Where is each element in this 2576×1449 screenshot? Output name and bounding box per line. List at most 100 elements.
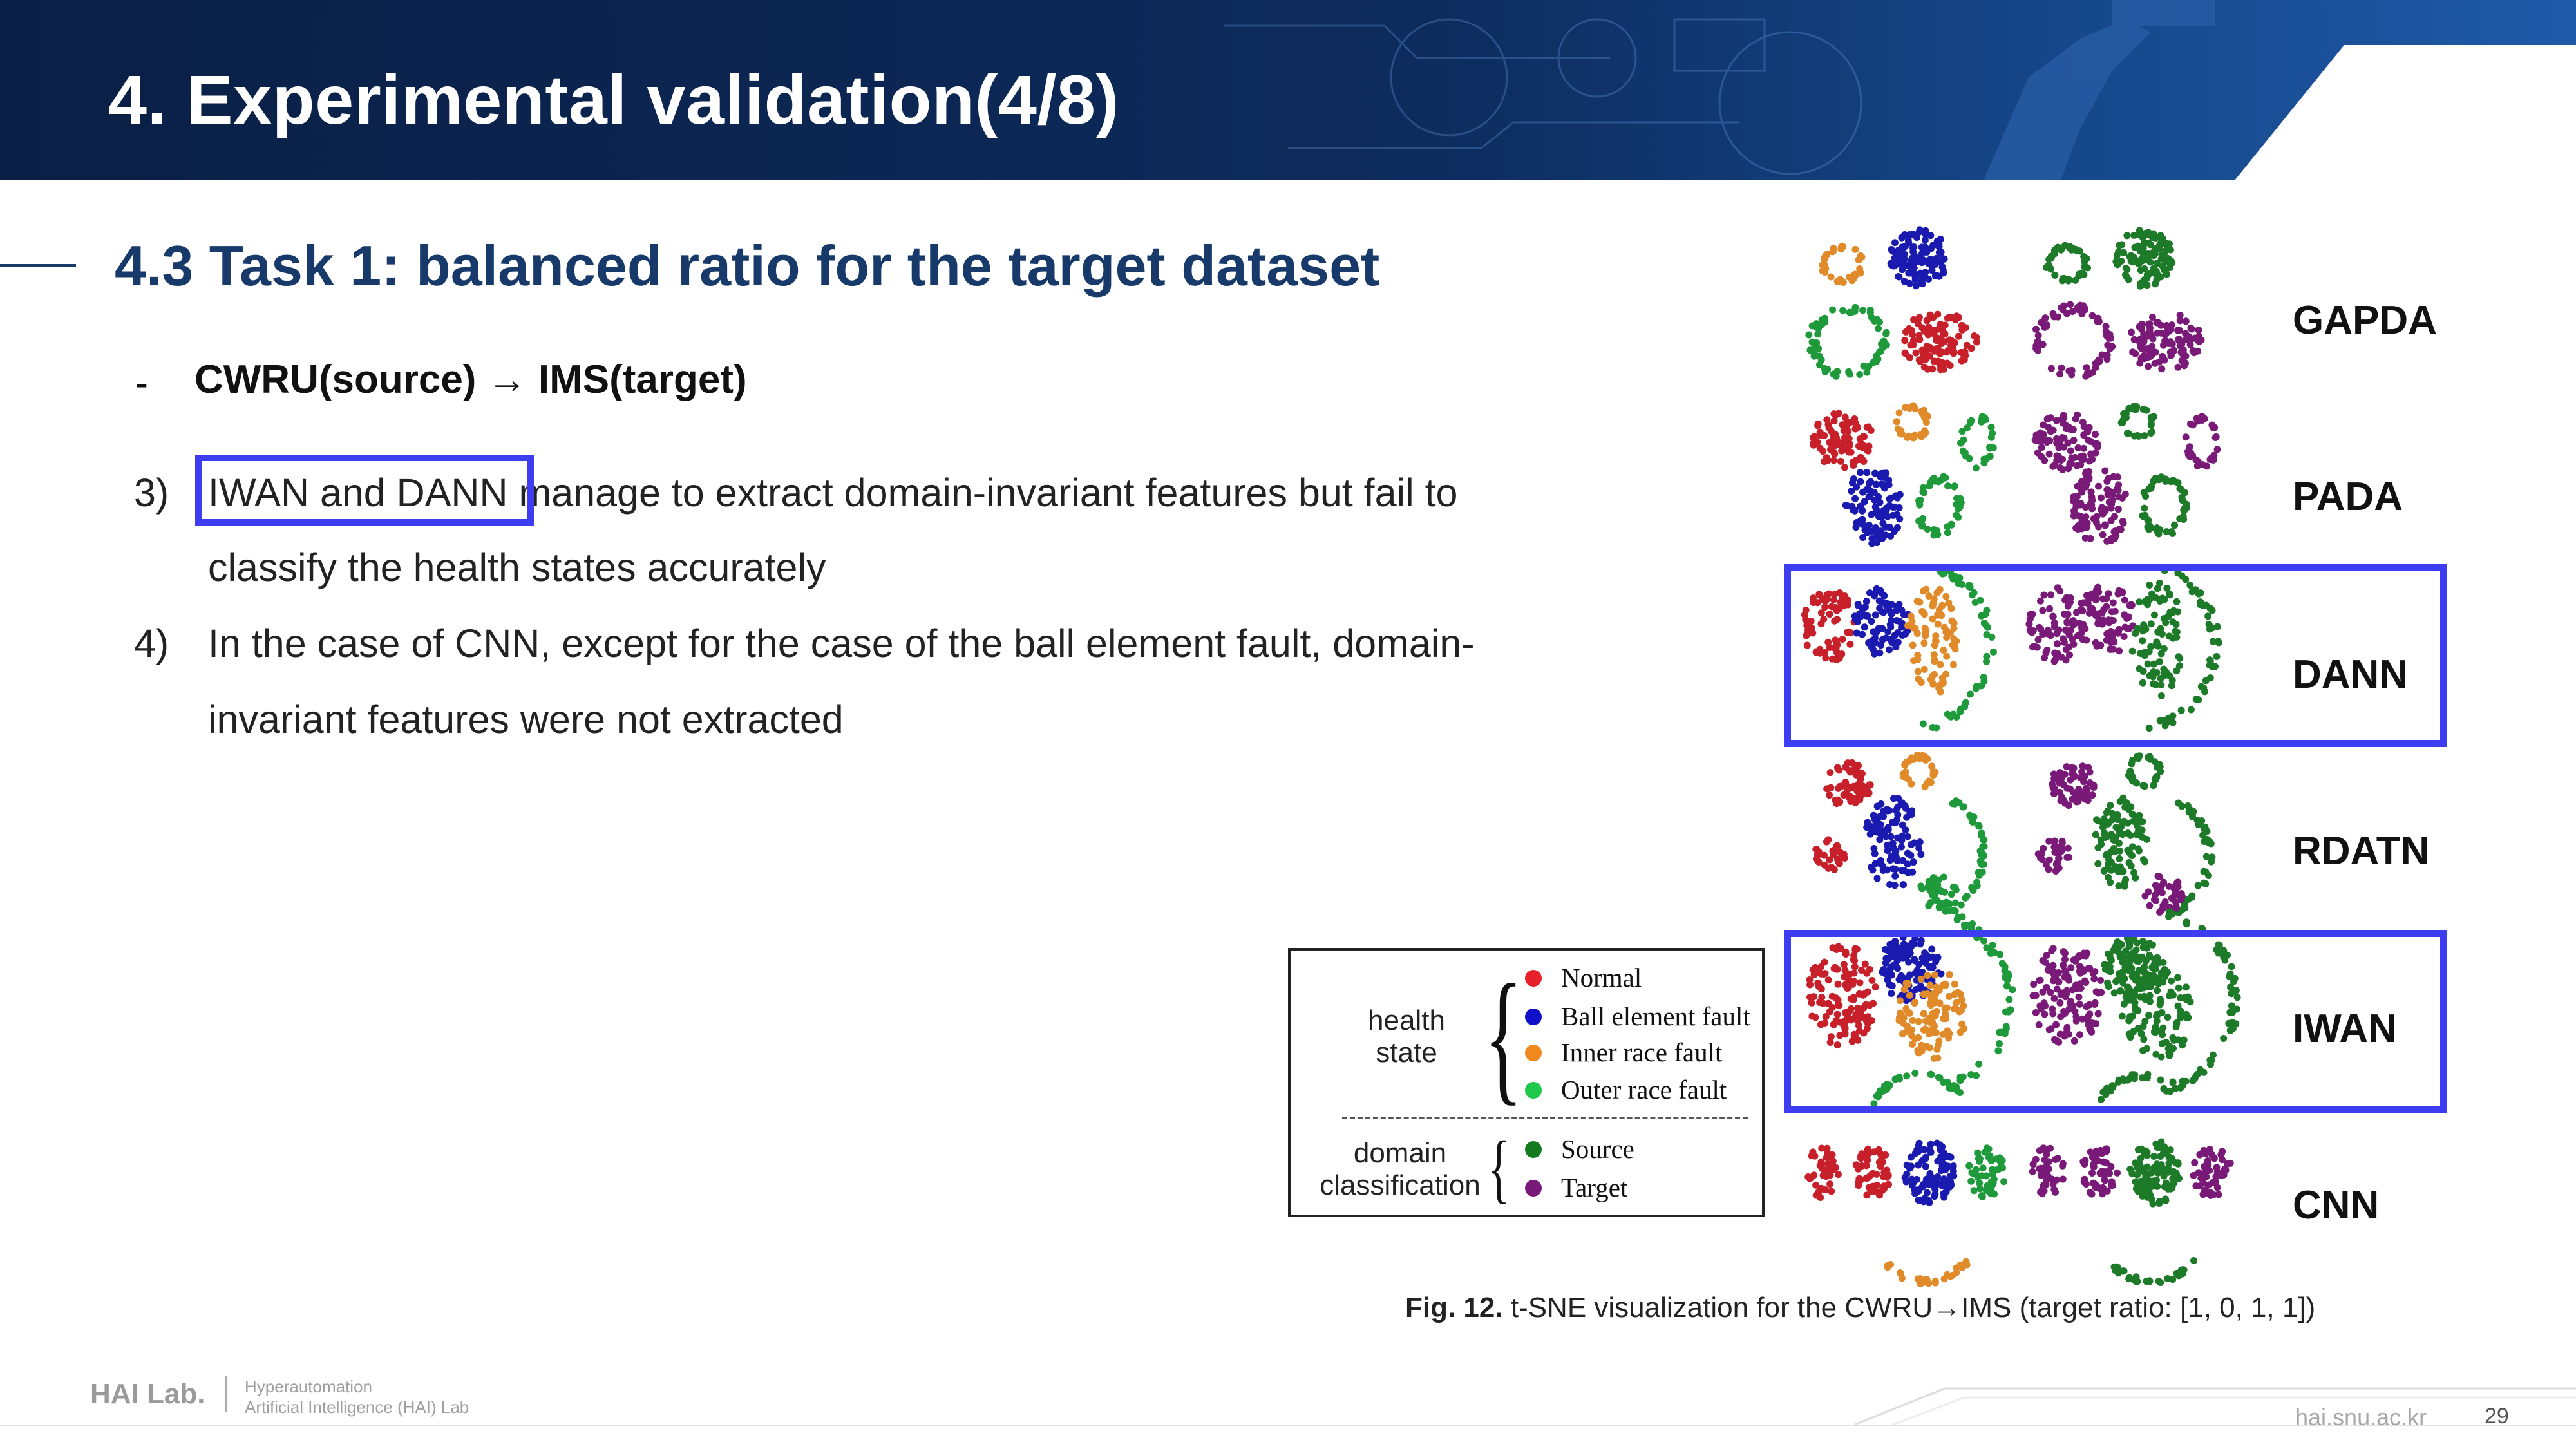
scatter-point [1846,971,1853,978]
scatter-point [2161,971,2168,978]
scatter-point [2139,938,2146,945]
scatter-point [1973,882,1981,889]
scatter-point [2085,457,2093,465]
scatter-point [1902,980,1910,987]
scatter-point [2139,782,2147,790]
scatter-point [2103,636,2110,644]
scatter-point [1861,433,1868,440]
scatter-point [1909,336,1917,344]
scatter-point [1911,839,1918,847]
scatter-point [2060,635,2067,643]
scatter-point [2187,324,2195,332]
scatter-point [1870,844,1878,852]
scatter-point [2198,817,2206,824]
scatter-point [1891,882,1899,889]
scatter-point [1877,1162,1884,1170]
scatter-point [1807,618,1815,625]
scatter-point [1927,1070,1935,1078]
scatter-point [2005,996,2013,1003]
scatter-point [1833,656,1841,664]
scatter-point [1901,337,1909,345]
scatter-point [2181,359,2189,367]
scatter-point [1820,615,1828,623]
scatter-point [1929,314,1937,321]
scatter-point [2147,413,2155,421]
scatter-point [2101,507,2109,515]
scatter-point [2079,607,2087,614]
scatter-point [2163,528,2170,536]
scatter-point [2144,983,2152,990]
scatter-point [2138,255,2146,263]
scatter-point [2148,428,2156,435]
scatter-point [2177,1012,2184,1019]
scatter-point [2162,267,2170,275]
scatter-point [1931,971,1939,979]
tsne-panel [2031,402,2221,545]
scatter-point [2158,1009,2166,1016]
scatter-point [1925,275,1933,283]
scatter-point [1857,502,1864,510]
scatter-point [1928,945,1936,953]
scatter-point [1930,1179,1938,1186]
scatter-point [2065,1005,2073,1013]
scatter-point [1842,502,1850,509]
scatter-point [2082,483,2090,491]
scatter-point [1937,249,1945,256]
scatter-point [1895,250,1902,258]
scatter-point [2094,817,2101,824]
scatter-point [2079,621,2087,629]
scatter-point [2087,488,2095,496]
scatter-point [1970,589,1978,596]
scatter-point [1832,412,1839,419]
scatter-point [2208,624,2216,632]
scatter-point [2069,308,2076,316]
scatter-point [2141,504,2148,512]
scatter-point [1809,1148,1817,1156]
scatter-point [1983,658,1991,665]
scatter-point [1834,1171,1842,1179]
scatter-point [2092,831,2099,838]
scatter-point [1951,483,1958,491]
scatter-point [2070,789,2078,797]
scatter-point [1927,1141,1935,1148]
tsne-panel [1805,226,1980,380]
scatter-point [1921,230,1929,238]
scatter-point [2103,537,2111,545]
scatter-point [2116,855,2123,862]
scatter-point [2060,961,2067,969]
scatter-point [2201,415,2208,422]
scatter-point [1886,495,1893,503]
scatter-point [2161,596,2168,603]
scatter-point [2202,1186,2210,1194]
scatter-point [1897,972,1905,980]
scatter-point [1833,368,1841,375]
scatter-point [1895,273,1903,281]
scatter-point [2213,653,2221,661]
scatter-point [2087,535,2094,542]
scatter-point [2045,837,2053,845]
scatter-point [2049,462,2057,470]
scatter-point [2152,1050,2160,1058]
scatter-point [2174,363,2182,371]
scatter-point [1878,480,1886,488]
scatter-point [2141,858,2149,866]
scatter-point [2191,1159,2199,1166]
scatter-point [1830,449,1838,457]
scatter-point [1924,260,1932,267]
scatter-point [2132,946,2140,954]
scatter-point [2178,802,2186,810]
scatter-point [2081,977,2088,985]
scatter-point [1841,464,1849,471]
scatter-point [2068,371,2076,379]
scatter-point [2119,972,2126,980]
scatter-point [2146,258,2154,266]
scatter-point [1902,242,1909,250]
scatter-point [1965,1162,1973,1170]
scatter-point [2141,1182,2148,1190]
scatter-point [2060,434,2068,442]
scatter-point [2060,443,2067,451]
scatter-point [2132,1007,2139,1014]
scatter-point [2128,647,2136,655]
scatter-point [1899,266,1906,274]
scatter-point [2040,1187,2048,1195]
